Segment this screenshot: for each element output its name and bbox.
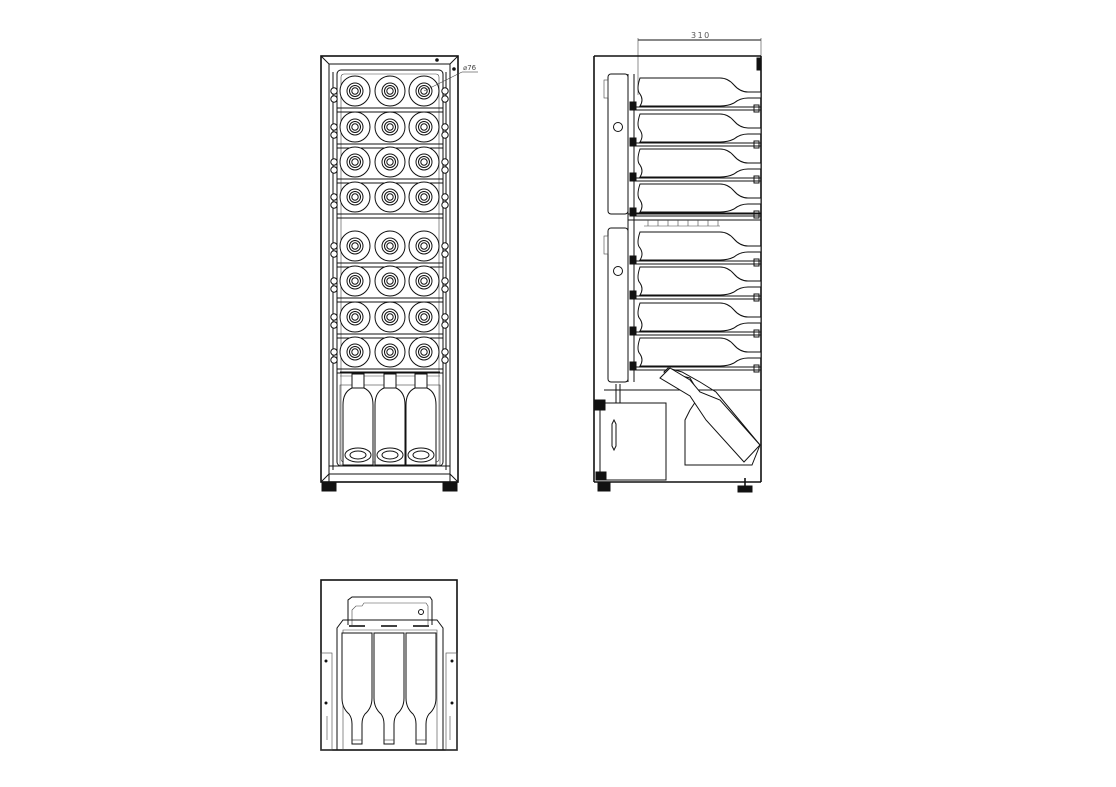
side-shelf bbox=[629, 231, 762, 267]
front-shelf-rail bbox=[336, 368, 444, 374]
bottle-end bbox=[408, 301, 440, 333]
bottle-end bbox=[374, 111, 406, 143]
front-shelf-rail bbox=[336, 213, 444, 219]
standing-bottle bbox=[342, 373, 374, 466]
front-shelf-rail bbox=[336, 297, 444, 303]
bottle-end bbox=[374, 265, 406, 297]
bottle-end bbox=[339, 265, 371, 297]
bottle-end bbox=[408, 265, 440, 297]
side-shelf bbox=[629, 337, 762, 373]
bottle-end bbox=[374, 301, 406, 333]
top-plate bbox=[347, 596, 433, 625]
divider-vents bbox=[644, 220, 720, 227]
bottle-end bbox=[374, 146, 406, 178]
bottle-end bbox=[339, 111, 371, 143]
side-shelf bbox=[629, 148, 762, 184]
bottle-end bbox=[374, 336, 406, 368]
bottle-end bbox=[339, 181, 371, 213]
door-lower bbox=[607, 227, 629, 383]
bottle-end bbox=[339, 146, 371, 178]
front-shelves bbox=[330, 75, 449, 374]
door-upper bbox=[607, 73, 629, 215]
bottom-bottle bbox=[405, 625, 437, 745]
bottle-end bbox=[408, 146, 440, 178]
hinge-circle-lower bbox=[613, 266, 623, 276]
bottle-end bbox=[339, 301, 371, 333]
bottle-end bbox=[339, 75, 371, 107]
bottom-detail-view bbox=[320, 579, 458, 751]
side-shelf bbox=[629, 302, 762, 338]
shelf-depth-label: 310 bbox=[691, 31, 711, 40]
side-foot-back bbox=[737, 485, 753, 493]
side-shelf bbox=[629, 113, 762, 149]
bottle-end bbox=[408, 181, 440, 213]
bottle-end bbox=[374, 230, 406, 262]
bottle-end bbox=[408, 111, 440, 143]
side-shelves bbox=[629, 77, 762, 373]
bottle-end bbox=[339, 336, 371, 368]
side-foot-front bbox=[597, 481, 611, 492]
foot-left bbox=[321, 481, 337, 492]
vent-slot bbox=[611, 418, 617, 452]
bottom-bottle bbox=[341, 625, 373, 745]
callout-leader bbox=[423, 71, 463, 92]
front-view: ⌀76 bbox=[320, 55, 478, 492]
bottle-end bbox=[408, 230, 440, 262]
standing-bottle bbox=[374, 373, 406, 466]
cabinet-inner-frame bbox=[328, 63, 451, 475]
bottle-tray bbox=[336, 619, 444, 750]
side-view: 310 bbox=[593, 31, 762, 493]
front-shelf-rail bbox=[336, 107, 444, 113]
tilted-bottle bbox=[659, 367, 761, 463]
bottle-end bbox=[374, 181, 406, 213]
side-shelf bbox=[629, 77, 762, 113]
standing-bottle bbox=[405, 373, 437, 466]
front-bottom-bottles bbox=[339, 371, 441, 466]
compressor-housing bbox=[599, 402, 667, 481]
hinge-circle-upper bbox=[613, 122, 623, 132]
bottle-diameter-label: ⌀76 bbox=[463, 64, 477, 72]
bottle-end bbox=[408, 336, 440, 368]
bottom-bottles bbox=[341, 625, 437, 745]
side-shelf bbox=[629, 266, 762, 302]
bottle-end bbox=[339, 230, 371, 262]
bottle-end bbox=[374, 75, 406, 107]
bottom-bottle bbox=[373, 625, 405, 745]
side-shelf bbox=[629, 183, 762, 219]
foot-right bbox=[442, 481, 458, 492]
